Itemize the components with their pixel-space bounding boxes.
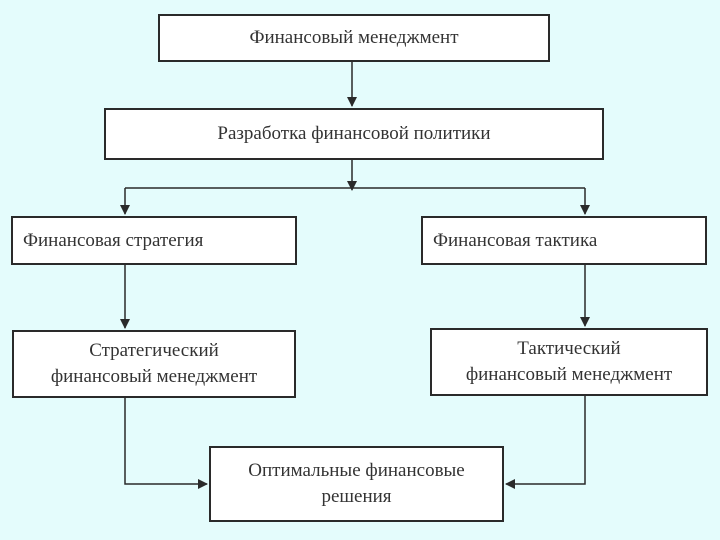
node-financial-strategy-label: Финансовая стратегия: [23, 229, 204, 251]
node-financial-tactics-label: Финансовая тактика: [433, 229, 598, 251]
arrow-strategic-to-optimal: [124, 398, 208, 489]
node-policy-development: Разработка финансовой политики: [104, 108, 604, 160]
node-tactical-management: Тактический финансовый менеджмент: [430, 328, 708, 396]
node-strategic-management-line1: Стратегический: [89, 340, 219, 361]
arrow-tactical-to-optimal: [505, 396, 586, 489]
node-financial-management-label: Финансовый менеджмент: [249, 27, 459, 48]
node-tactical-management-line2: финансовый менеджмент: [465, 364, 673, 385]
node-strategic-management-line2: финансовый менеджмент: [50, 366, 258, 387]
node-financial-management: Финансовый менеджмент: [158, 14, 550, 62]
node-policy-development-label: Разработка финансовой политики: [217, 123, 491, 144]
node-optimal-decisions: Оптимальные финансовые решения: [209, 446, 504, 522]
node-optimal-decisions-line2: решения: [321, 486, 392, 507]
node-tactical-management-line1: Тактический: [517, 338, 621, 359]
node-financial-strategy: Финансовая стратегия: [11, 216, 297, 265]
node-financial-tactics: Финансовая тактика: [421, 216, 707, 265]
node-strategic-management: Стратегический финансовый менеджмент: [12, 330, 296, 398]
node-optimal-decisions-line1: Оптимальные финансовые: [248, 460, 465, 481]
